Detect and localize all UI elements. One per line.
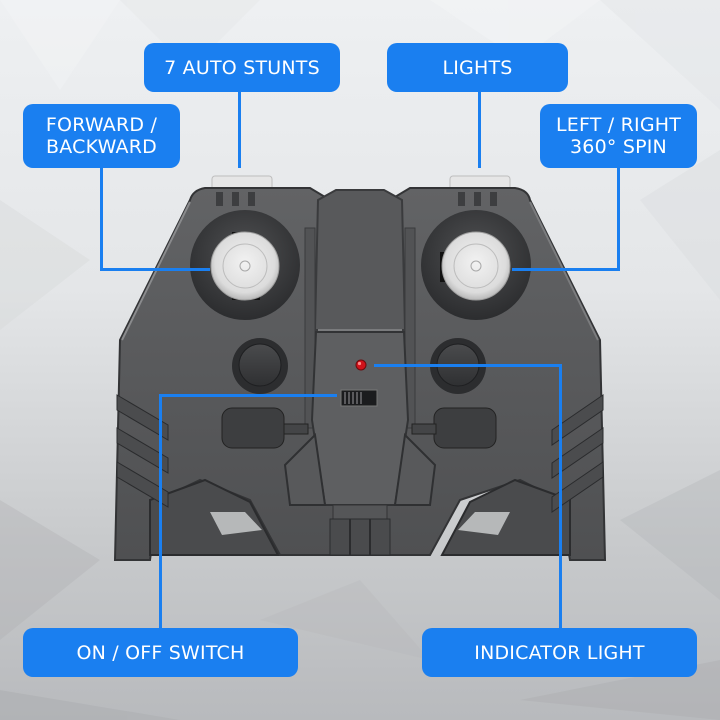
leader-line-switch-horizontal <box>159 394 337 397</box>
callout-auto-stunts: 7 AUTO STUNTS <box>144 43 340 92</box>
callout-on-off-switch: ON / OFF SWITCH <box>23 628 298 677</box>
callout-left-right-spin-text: LEFT / RIGHT 360° SPIN <box>555 114 682 158</box>
red-led <box>355 359 367 371</box>
callout-indicator-light: INDICATOR LIGHT <box>422 628 697 677</box>
callout-left-right-spin: LEFT / RIGHT 360° SPIN <box>540 104 697 168</box>
callout-lights: LIGHTS <box>387 43 568 92</box>
callout-forward-backward-text: FORWARD / BACKWARD <box>45 114 158 158</box>
leader-line-switch-vertical <box>159 394 162 628</box>
leader-line-spin-horizontal <box>512 268 620 271</box>
leader-line-indicator-vertical <box>559 364 562 628</box>
callout-lights-text: LIGHTS <box>442 56 513 79</box>
callout-auto-stunts-text: 7 AUTO STUNTS <box>164 56 320 79</box>
callout-forward-backward: FORWARD / BACKWARD <box>23 104 180 168</box>
leader-line-indicator-horizontal <box>374 364 562 367</box>
right-joystick[interactable] <box>421 210 531 320</box>
leader-line-lights <box>478 92 481 168</box>
leader-line-forward-horizontal <box>100 268 210 271</box>
right-trim-lever[interactable] <box>411 407 497 449</box>
leader-line-forward-vertical <box>100 168 103 270</box>
leader-line-spin-vertical <box>617 168 620 270</box>
callout-on-off-switch-text: ON / OFF SWITCH <box>76 641 245 664</box>
left-joystick[interactable] <box>190 210 300 320</box>
callout-indicator-light-text: INDICATOR LIGHT <box>474 641 645 664</box>
left-round-button[interactable] <box>232 338 288 394</box>
left-trim-lever[interactable] <box>221 407 309 449</box>
power-switch[interactable] <box>340 389 378 407</box>
leader-line-auto-stunts <box>238 92 241 168</box>
